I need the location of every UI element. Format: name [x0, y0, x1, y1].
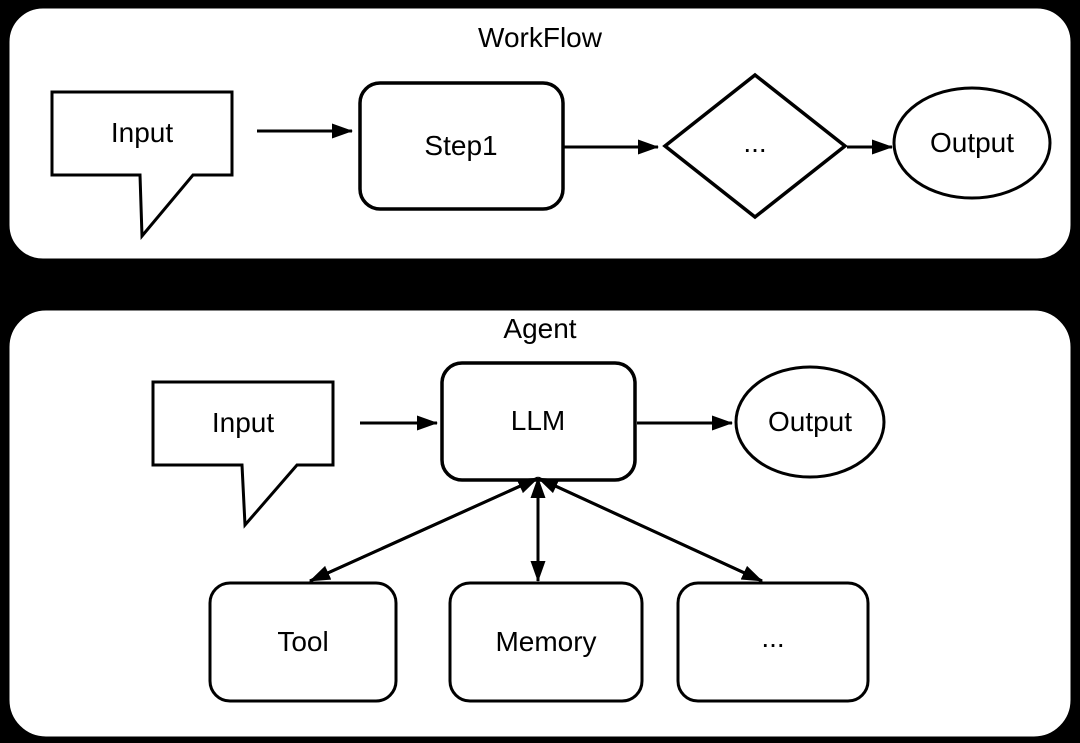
workflow-decision-node — [662, 72, 848, 220]
workflow-output-node — [892, 86, 1052, 200]
agent-arrow-llm-more — [537, 476, 763, 583]
agent-tool-label: Tool — [277, 626, 329, 657]
agent-input-node — [151, 380, 335, 529]
agent-input-label: Input — [211, 407, 275, 438]
workflow-panel-title: WorkFlow — [478, 22, 602, 53]
agent-llm-label: LLM — [510, 405, 566, 436]
workflow-output-label: Output — [929, 127, 1015, 158]
workflow-decision-label: ... — [743, 127, 767, 158]
agent-panel-title: Agent — [503, 313, 577, 344]
agent-output-label: Output — [767, 406, 853, 437]
workflow-step1-label: Step1 — [424, 130, 498, 161]
agent-output-node — [734, 365, 886, 479]
agent-arrow-llm-tool — [309, 476, 539, 583]
agent-memory-label: Memory — [495, 626, 597, 657]
workflow-input-label: Input — [110, 117, 174, 148]
workflow-input-node — [50, 90, 234, 240]
agent-more-label: ... — [761, 622, 785, 653]
agent-more-node — [676, 581, 870, 703]
agent-tool-node — [208, 581, 398, 703]
agent-memory-node — [448, 581, 644, 703]
